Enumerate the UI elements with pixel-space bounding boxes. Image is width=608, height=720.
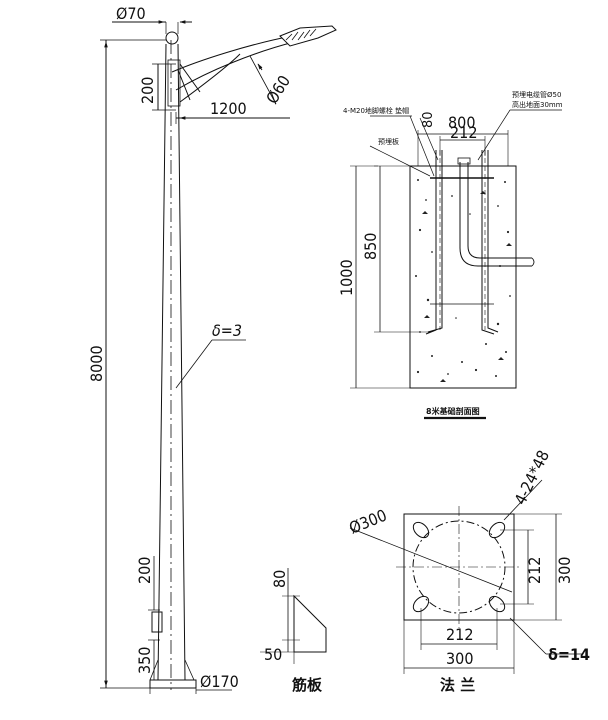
foundation-offset-label: 80: [421, 111, 436, 128]
flange-holes-label: 4-24*48: [511, 447, 554, 508]
flange-thickness-label: δ=14: [548, 645, 590, 664]
rib-plate-detail: [260, 568, 327, 664]
concrete-hatch: [415, 179, 512, 382]
anchor-bolt-right: [481, 150, 499, 335]
pole-height-label: 8000: [87, 345, 106, 382]
bolt-hole-bl: [412, 595, 430, 613]
foundation-caption: 8米基础剖面图: [426, 406, 480, 416]
lamp-dia-label: Ø60: [262, 72, 294, 107]
flange-caption: 法 兰: [440, 676, 475, 694]
foundation-depth-label: 1000: [337, 259, 356, 296]
bolt-hole-tl: [412, 521, 430, 539]
door-height-label: 200: [135, 557, 154, 584]
base-dia-label: Ø170: [200, 672, 239, 691]
bolt-hole-br: [488, 595, 506, 613]
foundation-block: [409, 165, 517, 389]
anchor-bolt-left: [425, 150, 443, 335]
pole-top-dia: Ø70: [116, 4, 146, 23]
foundation-width-label: 800: [448, 113, 475, 132]
flange-width-label: 300: [446, 649, 473, 668]
flange-circle-dia: Ø300: [346, 506, 389, 538]
embedded-plate-label: 预埋板: [378, 137, 399, 146]
bolt-depth-label: 850: [361, 233, 380, 260]
bolt-hole-tr: [488, 521, 506, 539]
rib-plate: [293, 594, 327, 653]
pole-shaft: [157, 43, 186, 681]
lamp-arm: [171, 35, 295, 101]
rib-width-label: 50: [264, 645, 282, 664]
base-plate: [149, 679, 197, 689]
arm-rise-label: 200: [138, 77, 157, 104]
pole-door: [151, 611, 163, 633]
cable-conduit: [459, 162, 532, 267]
door-offset-label: 350: [135, 647, 154, 674]
foundation-center-label: 212: [450, 123, 477, 142]
rib-height-label: 80: [270, 570, 289, 588]
cable-conduit-label: 预埋电缆管Ø50: [512, 90, 561, 99]
cable-height-label: 高出地面30mm: [512, 100, 563, 109]
flange-hole-spacing-v: 212: [525, 557, 544, 584]
pole-top-cap: [165, 31, 179, 45]
flange-height-label: 300: [555, 557, 574, 584]
rib-caption: 筋板: [291, 676, 323, 694]
arm-brace: [179, 53, 241, 103]
arm-reach-label: 1200: [210, 99, 247, 118]
lamp-head: [279, 25, 337, 47]
bolts-label: 4-M20地脚螺栓 垫帽: [343, 106, 409, 115]
wall-thickness-label: δ=3: [212, 321, 242, 340]
flange-detail: [349, 479, 582, 674]
pole-elevation: [100, 20, 337, 694]
flange-hole-spacing-h: 212: [446, 625, 473, 644]
foundation-section: [350, 109, 562, 420]
